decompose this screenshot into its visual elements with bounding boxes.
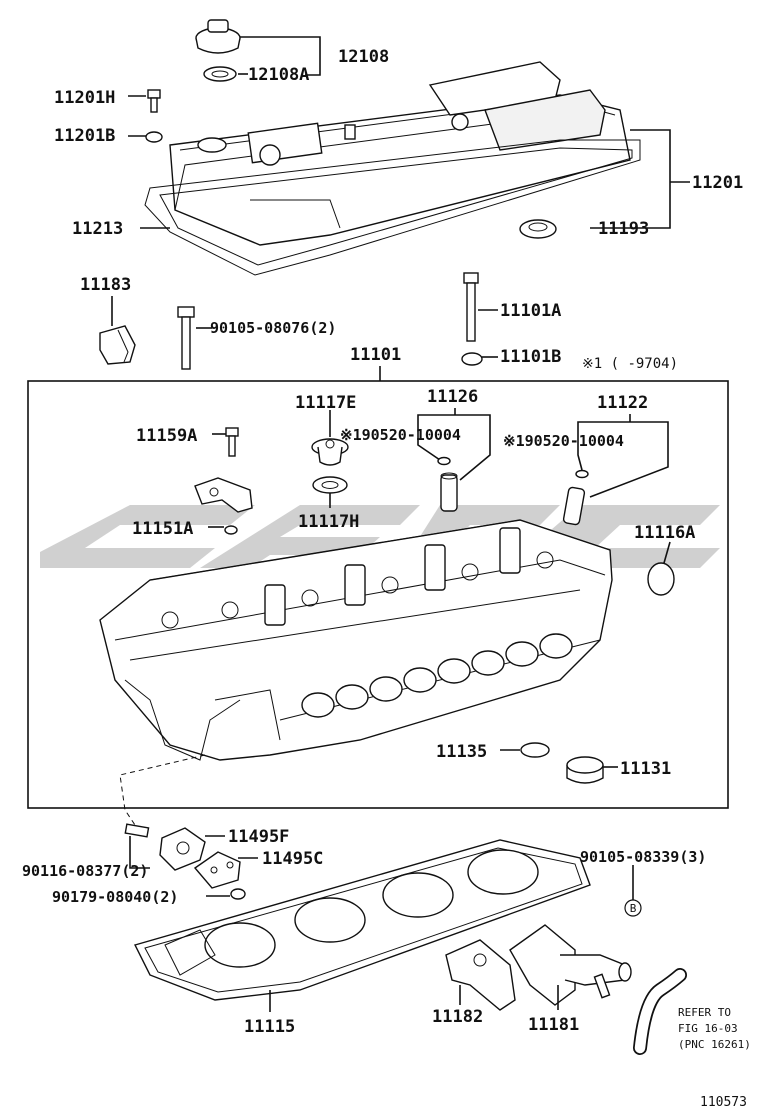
bracket [194,477,253,513]
valve-guide-11126 [440,472,458,512]
label-11159a: 11159A [136,426,197,446]
washer-11101b [461,352,483,366]
bolt-11201h [147,89,161,113]
plate-11495c [193,851,241,889]
label-11117e: 11117E [295,393,356,413]
bolt-11101a [463,272,479,342]
valve-guide-11122 [562,486,586,526]
cylinder-head-group-box [27,380,729,809]
clip-11126 [437,456,451,466]
label-90520-a: ※190520-10004 [340,426,461,444]
label-11201h: 11201H [54,88,115,108]
head-gasket [133,839,591,1001]
hose [633,968,687,1055]
oil-filler-cap [195,19,241,54]
gasket-11182 [445,939,516,1011]
label-12108a: 12108A [248,65,309,85]
pin-11151a [224,525,238,535]
refer-line-2: FIG 16-03 [678,1022,738,1035]
valve-cover-gasket [144,139,641,276]
label-11135: 11135 [436,742,487,762]
bolt-11159a [225,427,239,457]
grommet-11201b [145,131,163,143]
stud-90116 [124,823,150,838]
valve-cover [169,61,631,246]
callout-b: B [624,899,642,917]
plug-11183 [99,325,136,365]
label-11201: 11201 [692,173,743,193]
refer-line-3: (PNC 16261) [678,1038,751,1051]
label-90116-08377: 90116-08377(2) [22,862,148,880]
label-12108: 12108 [338,47,389,67]
label-90105-08076: 90105-08076(2) [210,319,336,337]
label-11182: 11182 [432,1007,483,1027]
label-90520-b: ※190520-10004 [503,432,624,450]
seal-11135 [520,742,550,758]
cylinder-head [99,519,613,761]
label-11151a: 11151A [132,519,193,539]
bolt-90179 [230,888,246,900]
gasket-11117h [312,476,348,494]
refer-line-1: REFER TO [678,1006,731,1019]
label-11101b: 11101B [500,347,561,367]
label-11101a: 11101A [500,301,561,321]
label-11181: 11181 [528,1015,579,1035]
seal-11193 [519,219,557,239]
label-11183: 11183 [80,275,131,295]
label-11126: 11126 [427,387,478,407]
label-11193: 11193 [598,219,649,239]
callout-b-label: B [630,902,637,915]
label-11495c: 11495C [262,849,323,869]
figure-id: 110573 [700,1095,747,1110]
seal-11131 [566,756,604,784]
label-11213: 11213 [72,219,123,239]
gasket-12108a [203,66,237,82]
label-90179-08040: 90179-08040(2) [52,888,178,906]
plug-11116a [647,562,675,596]
label-11117h: 11117H [298,512,359,532]
footnote-9704: ※1 ( -9704) [582,356,678,372]
label-11115: 11115 [244,1017,295,1037]
label-11122: 11122 [597,393,648,413]
water-outlet-11181 [509,924,632,1006]
label-11131: 11131 [620,759,671,779]
label-11495f: 11495F [228,827,289,847]
label-11201b: 11201B [54,126,115,146]
gasket-11495f [159,827,206,871]
plug-11117e [311,438,349,466]
bolt-90105-08076 [177,306,195,370]
clip-11122 [575,469,589,479]
label-11101: 11101 [350,345,401,365]
label-11116a: 11116A [634,523,695,543]
label-90105-08339: 90105-08339(3) [580,848,706,866]
